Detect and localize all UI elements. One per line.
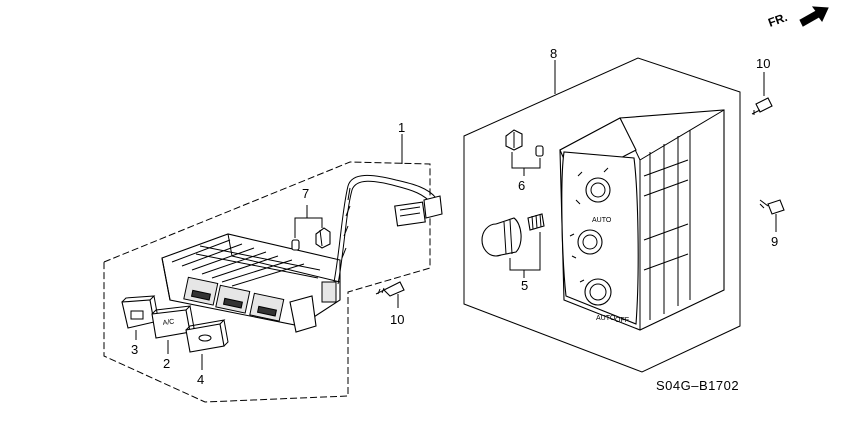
knob-5	[481, 213, 545, 257]
ac-label: A/C	[162, 318, 175, 327]
front-direction-indicator: FR.	[766, 6, 829, 30]
assembly-1-boundary	[103, 161, 431, 403]
callout-6: 6	[518, 178, 525, 193]
climate-control-panel: AUTO AUTO OFF	[559, 109, 725, 331]
diagram-code: S04G–B1702	[656, 378, 739, 393]
off-label: OFF	[615, 317, 629, 324]
bulb-socket-7	[291, 227, 331, 251]
screw-9	[759, 199, 785, 215]
callout-3: 3	[131, 342, 138, 357]
wire-harness	[333, 175, 443, 285]
callout-10-lower: 10	[390, 312, 404, 327]
callout-7: 7	[302, 186, 309, 201]
screw-10-lower	[375, 281, 405, 297]
button-2: A/C	[151, 305, 195, 339]
callout-2: 2	[163, 356, 170, 371]
auto-label-upper: AUTO	[592, 217, 612, 224]
callout-4: 4	[197, 372, 204, 387]
button-4	[185, 319, 229, 353]
control-unit-body	[161, 233, 341, 333]
callout-9: 9	[771, 234, 778, 249]
leader-6	[511, 152, 541, 176]
callout-10-upper: 10	[756, 56, 770, 71]
auto-label-lower: AUTO	[596, 315, 616, 322]
screw-10-upper	[751, 97, 773, 115]
callout-8: 8	[550, 46, 557, 61]
front-label: FR.	[766, 10, 789, 30]
assembly-8-boundary	[463, 57, 741, 373]
arrow-right-icon	[799, 6, 829, 27]
bulb-socket-6	[505, 129, 544, 157]
button-3	[121, 295, 159, 329]
callout-1: 1	[398, 120, 405, 135]
leader-5	[509, 232, 541, 278]
callout-5: 5	[521, 278, 528, 293]
leader-7	[294, 205, 323, 238]
